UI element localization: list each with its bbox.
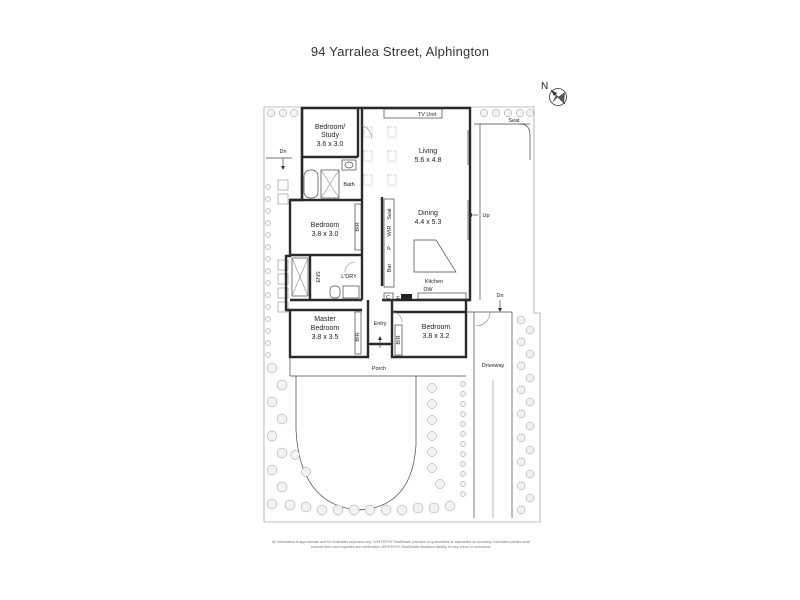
dining-size: 4.4 x 5.3 bbox=[415, 219, 442, 226]
seat-vertical-label: Seat bbox=[387, 208, 393, 220]
dn-arrowhead-right bbox=[498, 308, 502, 312]
steps-down-left: Dn bbox=[266, 149, 292, 170]
bir-label-2: BIR bbox=[355, 332, 361, 341]
kitchen-bench bbox=[417, 292, 467, 300]
driveway-label: Driveway bbox=[482, 363, 505, 369]
interior-walls bbox=[290, 108, 470, 344]
storage-column bbox=[383, 198, 395, 288]
front-lawn-oval bbox=[295, 376, 417, 511]
dishwasher-label: DW bbox=[423, 287, 433, 293]
bedroom-study-size: 3.6 x 3.0 bbox=[317, 141, 344, 148]
garden-bushes-front bbox=[266, 315, 535, 516]
site-boundary bbox=[263, 106, 541, 523]
tv-unit-label: TV Unit bbox=[418, 112, 437, 118]
cupboard-box bbox=[383, 292, 394, 302]
tv-unit bbox=[383, 108, 443, 119]
bedroom3-size: 3.8 x 3.2 bbox=[423, 333, 450, 340]
ensuite-fixtures bbox=[291, 257, 341, 299]
master-line1: Master bbox=[314, 316, 336, 323]
bedroom3-label: Bedroom bbox=[422, 324, 451, 331]
dining-label: Dining bbox=[418, 210, 438, 217]
deck-up-arrowhead bbox=[468, 213, 472, 217]
fridge-label: F bbox=[396, 296, 400, 302]
bar-label: Bar bbox=[387, 264, 393, 273]
bedroom-study-line2: Study bbox=[321, 132, 339, 139]
entry-label: Entry bbox=[374, 321, 387, 327]
dn-label-left: Dn bbox=[279, 149, 286, 155]
compass-north-label: N bbox=[541, 81, 548, 92]
fridge-block bbox=[401, 294, 412, 301]
laundry-tub bbox=[342, 285, 360, 299]
porch-label: Porch bbox=[372, 366, 386, 372]
cupboard-label: C bbox=[386, 295, 390, 301]
dashed-skylights bbox=[363, 126, 397, 186]
bedroom2-label: Bedroom bbox=[311, 222, 340, 229]
bir-closet-2 bbox=[354, 311, 362, 355]
garden-bushes-left bbox=[265, 184, 271, 358]
pantry-label: P bbox=[387, 246, 393, 250]
up-label: Up bbox=[482, 213, 489, 219]
garden-pavers-left bbox=[277, 179, 289, 313]
garden-bushes-top bbox=[266, 108, 534, 118]
laundry-label: L'DRY bbox=[341, 274, 357, 280]
compass-icon: N bbox=[541, 81, 567, 106]
living-label: Living bbox=[419, 148, 437, 155]
bath-label: Bath bbox=[343, 182, 354, 188]
bir-label-1: BIR bbox=[355, 222, 361, 231]
bir-closet-1 bbox=[354, 203, 362, 251]
master-size: 3.8 x 3.5 bbox=[312, 334, 339, 341]
dn-label-right: Dn bbox=[496, 293, 503, 299]
kitchen-island bbox=[413, 239, 457, 273]
living-size: 5.6 x 4.8 bbox=[415, 157, 442, 164]
bath-fixtures bbox=[303, 159, 357, 199]
disclaimer-text: All information is approximate and for i… bbox=[272, 540, 530, 549]
laundry-door bbox=[344, 261, 356, 273]
bir-label-3: BIR bbox=[396, 335, 402, 344]
entry-door bbox=[391, 311, 403, 323]
bedroom2-size: 3.8 x 3.0 bbox=[312, 231, 339, 238]
bir-closet-3 bbox=[394, 324, 403, 356]
seat-label: Seat bbox=[508, 118, 520, 124]
deck-curve bbox=[519, 123, 531, 160]
bedroom-study-line1: Bedroom/ bbox=[315, 124, 345, 131]
master-line2: Bedroom bbox=[311, 325, 340, 332]
entry-arrowhead bbox=[378, 336, 382, 340]
kitchen-label: Kitchen bbox=[425, 279, 443, 285]
gate-swing bbox=[475, 311, 491, 327]
plan-title: 94 Yarralea Street, Alphington bbox=[310, 44, 490, 59]
wir-label: WIR bbox=[387, 226, 393, 237]
ens-label: ENS bbox=[316, 271, 322, 283]
